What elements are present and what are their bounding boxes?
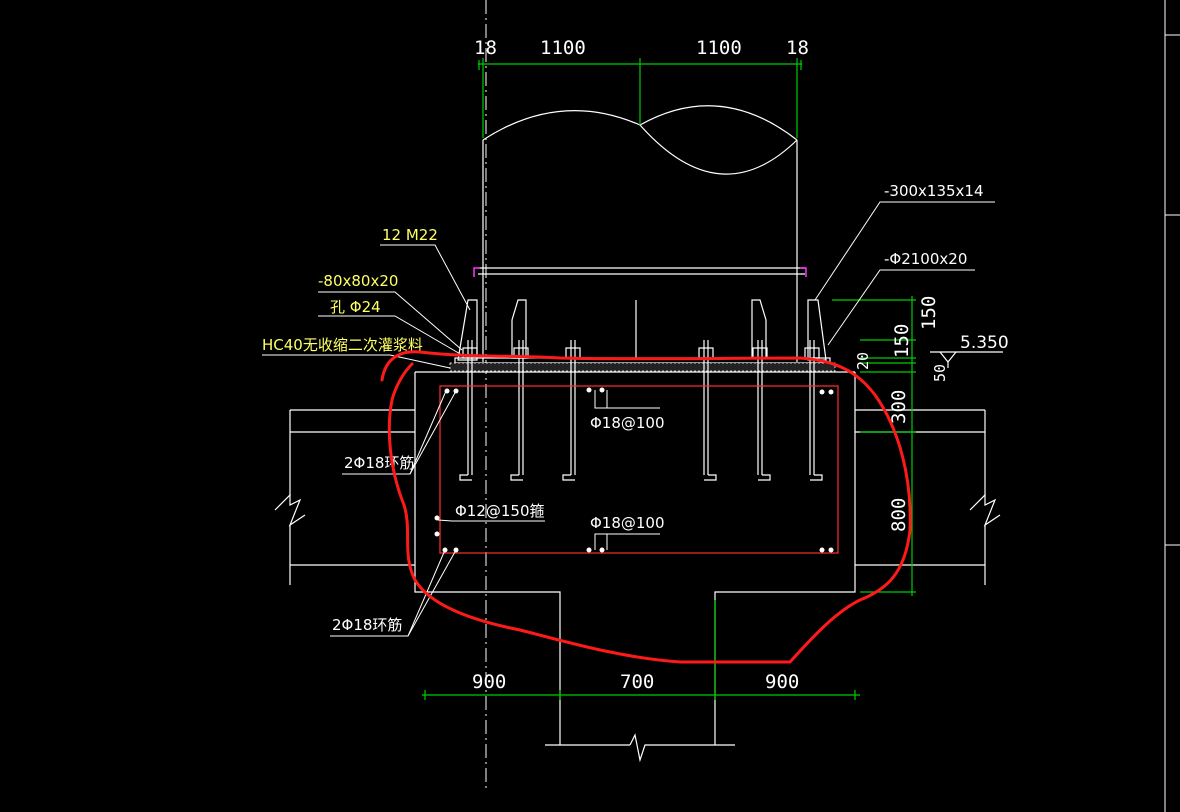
anchor-bolts — [459, 340, 823, 481]
right-dimension — [832, 296, 916, 596]
callout-ring-bar-upper: 2Φ18环筋 — [344, 454, 414, 472]
elevation-triangle-icon — [930, 351, 1003, 368]
leader-lines — [262, 201, 995, 637]
callout-bolts: 12 M22 — [382, 226, 438, 244]
grout-layer — [449, 362, 836, 372]
dim-top-3: 1100 — [696, 37, 742, 59]
callout-grout: HC40无收缩二次灌浆料 — [262, 336, 423, 354]
break-symbol-icon — [274, 493, 1001, 763]
callout-washer: -80x80x20 — [318, 272, 398, 290]
callout-rebar-bottom: Φ18@100 — [590, 514, 665, 532]
callout-plate-top: -300x135x14 — [884, 182, 984, 200]
dim-top-1: 18 — [474, 37, 497, 59]
callout-hole: 孔 Φ24 — [330, 298, 381, 316]
right-dimension-labels: 150 150 20 50 300 800 — [854, 296, 949, 532]
dim-top-4: 18 — [786, 37, 809, 59]
dim-right-1: 150 — [918, 296, 940, 330]
callout-rebar-top: Φ18@100 — [590, 414, 665, 432]
rebar-cage — [439, 385, 839, 554]
concrete-outline — [289, 371, 986, 746]
dim-bottom-1: 900 — [472, 671, 506, 693]
dim-right-3: 20 — [854, 352, 872, 370]
callout-ring-plate: -Φ2100x20 — [884, 250, 967, 268]
dim-right-6: 800 — [888, 498, 910, 532]
callout-ring-bar-lower: 2Φ18环筋 — [332, 616, 402, 634]
red-markup-circle — [380, 350, 912, 664]
top-dimension — [478, 58, 802, 138]
rebar-dots — [434, 387, 834, 553]
elevation-label: 5.350 — [960, 333, 1009, 353]
dim-bottom-2: 700 — [620, 671, 654, 693]
base-ribs — [457, 299, 827, 361]
bottom-dimension — [422, 600, 860, 700]
dim-bottom-3: 900 — [765, 671, 799, 693]
dim-right-4: 50 — [931, 364, 949, 382]
dim-top-2: 1100 — [540, 37, 586, 59]
callout-stirrup: Φ12@150箍 — [455, 502, 545, 520]
dim-right-5: 300 — [888, 390, 910, 424]
stiffener-ends — [473, 267, 807, 277]
dim-right-2: 150 — [891, 324, 913, 358]
steel-column — [478, 105, 805, 362]
